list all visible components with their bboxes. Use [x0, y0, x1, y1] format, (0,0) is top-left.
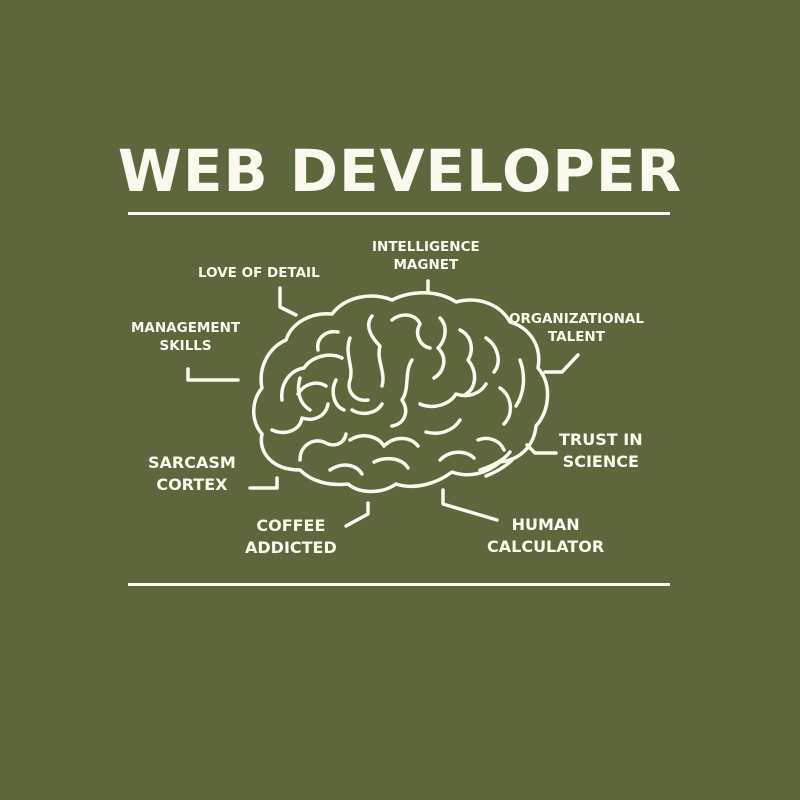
label-trust-in-science: TRUST IN SCIENCE	[559, 430, 643, 471]
connector-management	[186, 367, 240, 382]
bottom-divider	[128, 583, 670, 586]
label-coffee-addicted: COFFEE ADDICTED	[245, 516, 337, 557]
label-organizational-talent: ORGANIZATIONAL TALENT	[509, 311, 644, 346]
connector-sarcasm	[248, 476, 279, 490]
page-title: WEB DEVELOPER	[117, 137, 683, 205]
connector-human	[441, 488, 499, 522]
brain-outline	[252, 291, 550, 494]
label-love-of-detail: LOVE OF DETAIL	[198, 265, 320, 281]
top-divider	[128, 212, 670, 215]
connector-organizational	[543, 353, 580, 374]
connector-trust	[525, 443, 558, 455]
label-human-calculator: HUMAN CALCULATOR	[487, 515, 605, 556]
label-intelligence-magnet: INTELLIGENCE MAGNET	[372, 239, 480, 274]
label-sarcasm-cortex: SARCASM CORTEX	[148, 453, 236, 494]
connector-coffee	[344, 501, 370, 528]
connector-love-of-detail	[278, 286, 298, 317]
label-management-skills: MANAGEMENT SKILLS	[131, 320, 241, 355]
